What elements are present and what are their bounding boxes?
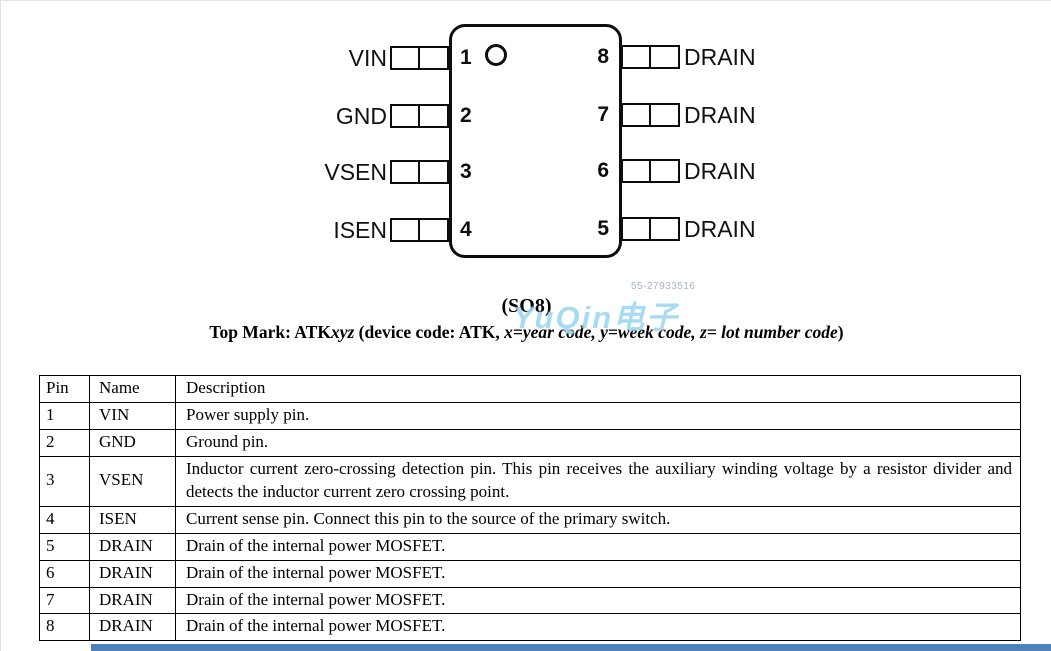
pin-label-drain-6: DRAIN (684, 158, 756, 184)
pin-label-vsen: VSEN (324, 159, 387, 185)
pin-1-indicator-icon (485, 44, 507, 66)
pin-label-drain-5: DRAIN (684, 216, 756, 242)
header-name: Name (89, 375, 176, 403)
cell-description: Current sense pin. Connect this pin to t… (175, 505, 1021, 534)
cell-pin: 4 (39, 505, 90, 534)
cell-name: ISEN (89, 505, 176, 534)
pin-lead-divider (392, 220, 420, 240)
pin-lead-divider (392, 48, 420, 68)
cell-description: Drain of the internal power MOSFET. (175, 532, 1021, 561)
table-header-row: Pin Name Description (39, 375, 1021, 403)
pin-lead-2 (390, 104, 449, 128)
top-mark-prefix: Top Mark: ATK (209, 322, 331, 342)
watermark-phone: 55-27933516 (631, 281, 696, 292)
cell-pin: 6 (39, 559, 90, 588)
table-row: 3 VSEN Inductor current zero-crossing de… (39, 455, 1021, 507)
top-mark-mid: (device code: ATK, (354, 322, 505, 342)
cell-pin: 8 (39, 613, 90, 642)
pin-label-gnd: GND (335, 103, 387, 129)
cell-name: VIN (89, 401, 176, 430)
pin-number-3: 3 (460, 160, 472, 183)
pin-lead-divider (623, 105, 651, 125)
cell-pin: 1 (39, 401, 90, 430)
table-row: 2 GND Ground pin. (39, 428, 1021, 457)
pin-lead-6 (621, 159, 680, 183)
cell-pin: 2 (39, 428, 90, 457)
cell-description: Ground pin. (175, 428, 1021, 457)
pin-number-5: 5 (597, 217, 609, 240)
top-mark-caption: Top Mark: ATKxyz (device code: ATK, x=ye… (1, 322, 1051, 343)
cell-name: DRAIN (89, 586, 176, 615)
cell-pin: 7 (39, 586, 90, 615)
pin-number-7: 7 (597, 103, 609, 126)
pin-label-drain-8: DRAIN (684, 44, 756, 70)
cell-name: GND (89, 428, 176, 457)
pin-lead-1 (390, 46, 449, 70)
pin-lead-8 (621, 45, 680, 69)
cell-name: VSEN (89, 455, 176, 507)
pin-lead-5 (621, 217, 680, 241)
pin-number-1: 1 (460, 46, 472, 69)
pin-label-drain-7: DRAIN (684, 102, 756, 128)
pin-label-vin: VIN (348, 45, 387, 71)
header-description: Description (175, 375, 1021, 403)
table-row: 6 DRAIN Drain of the internal power MOSF… (39, 559, 1021, 588)
cell-description: Inductor current zero-crossing detection… (175, 455, 1021, 507)
pin-number-4: 4 (460, 218, 472, 241)
pin-number-2: 2 (460, 104, 472, 127)
cell-description: Power supply pin. (175, 401, 1021, 430)
pin-lead-divider (623, 161, 651, 181)
pin-lead-divider (392, 106, 420, 126)
cell-name: DRAIN (89, 559, 176, 588)
pin-lead-7 (621, 103, 680, 127)
pin-description-table: Pin Name Description 1 VIN Power supply … (39, 375, 1021, 642)
cell-name: DRAIN (89, 613, 176, 642)
footer-accent-bar (91, 644, 1051, 651)
table-row: 1 VIN Power supply pin. (39, 401, 1021, 430)
cell-pin: 3 (39, 455, 90, 507)
cell-name: DRAIN (89, 532, 176, 561)
pin-number-8: 8 (597, 45, 609, 68)
header-pin: Pin (39, 375, 90, 403)
top-mark-xyz: xyz (330, 322, 355, 342)
table-row: 4 ISEN Current sense pin. Connect this p… (39, 505, 1021, 534)
table-row: 7 DRAIN Drain of the internal power MOSF… (39, 586, 1021, 615)
pin-label-isen: ISEN (333, 217, 387, 243)
ic-package-body (449, 24, 622, 258)
pin-lead-4 (390, 218, 449, 242)
pin-number-6: 6 (597, 159, 609, 182)
table-row: 5 DRAIN Drain of the internal power MOSF… (39, 532, 1021, 561)
pin-lead-divider (623, 219, 651, 239)
cell-pin: 5 (39, 532, 90, 561)
cell-description: Drain of the internal power MOSFET. (175, 586, 1021, 615)
package-name-caption: (SO8) (501, 295, 552, 317)
pin-lead-divider (623, 47, 651, 67)
top-mark-close: ) (837, 322, 844, 342)
cell-description: Drain of the internal power MOSFET. (175, 613, 1021, 642)
pin-lead-3 (390, 160, 449, 184)
table-row: 8 DRAIN Drain of the internal power MOSF… (39, 613, 1021, 642)
pin-lead-divider (392, 162, 420, 182)
top-mark-codes: x=year code, y=week code, z= lot number … (504, 322, 838, 342)
cell-description: Drain of the internal power MOSFET. (175, 559, 1021, 588)
